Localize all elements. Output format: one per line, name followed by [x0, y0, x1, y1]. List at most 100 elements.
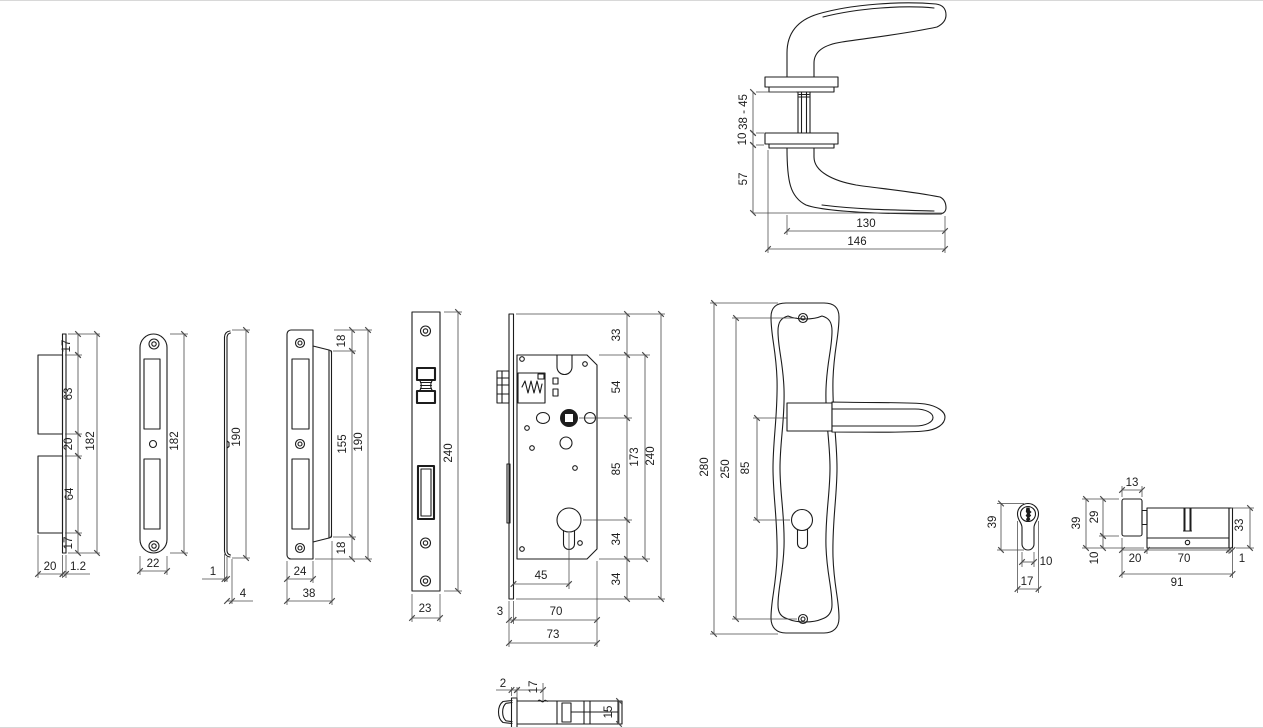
screw-hole: [148, 540, 160, 552]
dim-lock-case-height: 173: [629, 447, 641, 466]
lock-case-outline: [516, 354, 598, 560]
dim-lock-total-depth: 73: [547, 629, 560, 641]
latch-cutout: [143, 358, 161, 430]
profile-dimple: [226, 440, 230, 449]
dim-corner-plate-width: 24: [294, 566, 307, 578]
screw-hole: [148, 338, 160, 350]
dim-strikebox-total-height: 182: [85, 431, 97, 450]
corner-strike-lip: [312, 345, 330, 543]
lower-dust-box: [37, 455, 64, 534]
cylinder-body: [1146, 507, 1230, 549]
dim-handle-rose-thickness: 10: [737, 133, 749, 146]
bolt-cutout: [291, 458, 310, 530]
dim-lock-top-margin: 33: [611, 329, 623, 342]
lower-rose-collar: [768, 143, 835, 149]
backplate-inner-border: [777, 315, 833, 623]
plug-face: [1019, 505, 1037, 523]
strike-plate-outline: [139, 333, 168, 554]
dim-lock-follower-offset: 54: [611, 380, 623, 393]
screw-hole: [419, 537, 432, 549]
dim-cylinder-width: 17: [1021, 576, 1034, 588]
dim-faceplate-width: 23: [419, 603, 432, 615]
screw-hole: [419, 575, 432, 587]
dim-cyl-total-length: 91: [1171, 577, 1184, 589]
case-top-notch: [556, 354, 573, 375]
screw-hole: [294, 542, 306, 554]
keyway: [1025, 507, 1032, 522]
screw-hole: [294, 438, 306, 450]
view-strike-box-side: 17 63 20 64 17 182 20 1.2: [34, 330, 101, 578]
dim-cyl-body-height: 33: [1234, 519, 1246, 532]
backplate-outline: [770, 302, 840, 634]
corner-strike-plate: [286, 329, 314, 560]
upper-rose: [764, 76, 839, 88]
screw-hole: [797, 312, 809, 324]
dim-lock-cylinder-to-bottom: 34: [611, 532, 623, 545]
dim-cyl-knob-width: 13: [1126, 477, 1139, 489]
cylinder-end-cap: [1228, 507, 1234, 549]
screw-hole: [797, 613, 809, 625]
dim-profile-thickness: 1: [210, 566, 216, 578]
dim-profile-lip-depth: 4: [240, 588, 247, 600]
lever-handle-front: [786, 401, 946, 433]
dim-strikebox-top-margin: 17: [61, 340, 73, 353]
dim-corner-total-height: 190: [353, 432, 365, 451]
latch-bevel: [497, 699, 513, 725]
dim-faceplate-height: 240: [443, 443, 455, 462]
break-line: [537, 699, 549, 703]
screw-hole: [294, 337, 306, 349]
forend-edge: [510, 697, 518, 727]
dim-corner-total-width: 38: [303, 588, 316, 600]
dim-lock-centre-distance: 85: [611, 463, 623, 476]
thumbturn-stem: [1141, 509, 1148, 526]
cylinder-profile: [1016, 503, 1040, 551]
view-lever-handle-side: 38 - 45 10 57 130 146: [737, 2, 949, 253]
latch-bolt: [496, 370, 546, 404]
view-cylinder-side: 13 39 29 10 33 20 70 1 91: [1071, 477, 1254, 589]
latch-cutout: [291, 358, 310, 430]
screw-hole: [419, 325, 432, 337]
dim-lock-backset: 45: [535, 570, 548, 582]
dim-top-faceplate-thickness: 2: [500, 678, 506, 690]
upper-dust-box: [37, 354, 64, 435]
view-corner-strike-front: 18 155 190 18 24 38: [283, 326, 372, 605]
dim-cylinder-body-width: 10: [1040, 556, 1053, 568]
thumbturn-knob: [1121, 498, 1143, 537]
dim-cyl-knob-section: 20: [1129, 553, 1142, 565]
dim-corner-bottom-offset: 18: [336, 542, 348, 555]
dim-strikebox-plate-thickness: 1.2: [70, 561, 86, 573]
deadbolt-front: [416, 464, 436, 521]
spindle: [797, 91, 811, 134]
upper-lever-outline: [786, 2, 947, 78]
cam-slot: [1182, 508, 1193, 546]
view-backplate-front: 280 250 85: [699, 299, 946, 638]
dim-strikebox-upper-box: 63: [63, 388, 75, 401]
dim-corner-top-offset: 18: [336, 335, 348, 348]
latch-bolt-front: [415, 366, 437, 405]
dim-cylinder-height: 39: [987, 516, 999, 529]
faceplate-outline: [411, 311, 441, 592]
view-cylinder-end: 39 10 17: [987, 500, 1053, 593]
dim-cyl-height: 39: [1071, 517, 1083, 530]
dim-cyl-knob-height: 29: [1089, 511, 1101, 524]
dim-cyl-knob-offset: 10: [1089, 552, 1101, 565]
view-lock-top: 2 17 15: [496, 678, 623, 727]
faceplate-rib: [506, 463, 511, 524]
dim-handle-lever-length: 130: [856, 218, 875, 230]
dim-lock-faceplate-offset: 3: [497, 606, 503, 618]
dim-lock-total-height: 240: [645, 446, 657, 465]
lock-faceplate-edge: [508, 313, 515, 600]
dim-lock-case-depth: 70: [550, 606, 563, 618]
view-strike-plate-profile: 190 1 4: [202, 326, 253, 605]
dim-strike-width: 22: [147, 558, 160, 570]
dim-cyl-cam-offset: 1: [1239, 553, 1245, 565]
dim-backplate-screw-distance: 250: [720, 459, 732, 478]
fixing-hole: [559, 436, 573, 450]
upper-lever-edge-line: [822, 6, 935, 18]
dim-cyl-body-length: 70: [1178, 553, 1191, 565]
latch-spring: [521, 380, 543, 394]
dim-strikebox-lower-box: 64: [64, 487, 76, 500]
dim-profile-height: 190: [231, 427, 243, 446]
view-faceplate-front: 240 23: [408, 308, 462, 622]
